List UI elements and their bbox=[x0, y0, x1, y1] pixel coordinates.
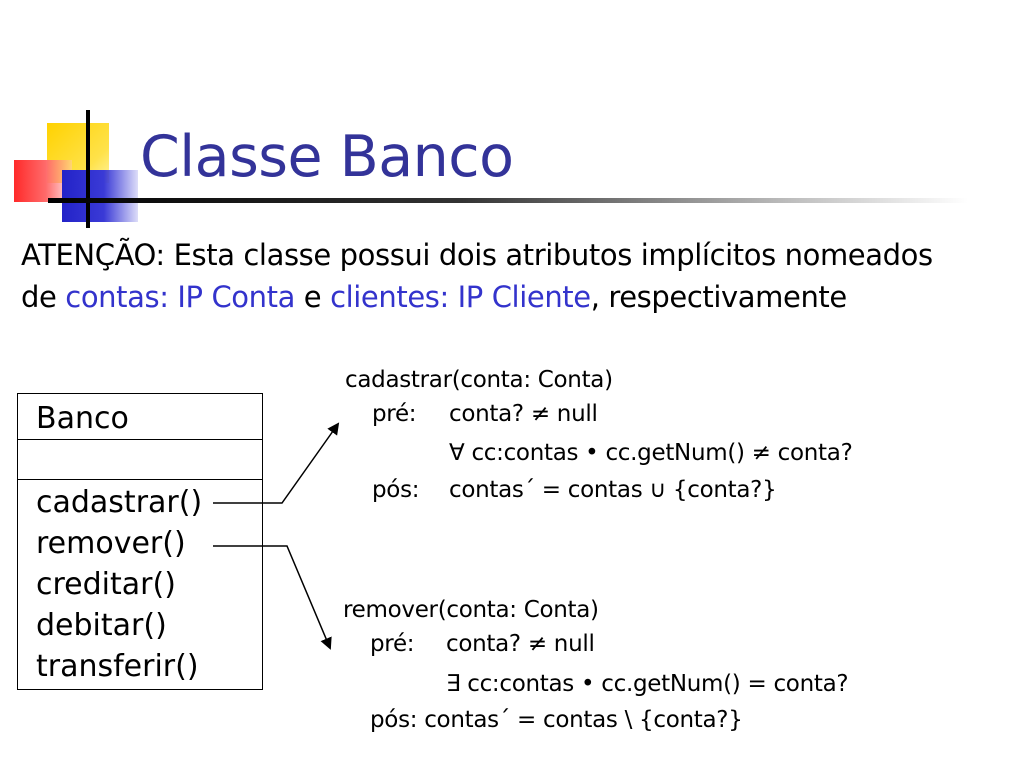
note-de: de bbox=[21, 280, 66, 314]
operation-remover: remover() bbox=[36, 526, 186, 561]
note-contas: contas: IP Conta bbox=[65, 280, 295, 314]
note-line-2: de contas: IP Conta e clientes: IP Clien… bbox=[21, 276, 1011, 318]
remover-pre-condition-1: conta? ≠ null bbox=[446, 631, 595, 657]
uml-class-box: Banco cadastrar() remover() creditar() d… bbox=[17, 393, 263, 690]
remover-pre-label: pré: bbox=[370, 631, 415, 657]
note-clientes: clientes: IP Cliente bbox=[330, 280, 591, 314]
decor-vertical-line bbox=[86, 110, 90, 228]
operation-debitar: debitar() bbox=[36, 608, 167, 643]
slide-title: Classe Banco bbox=[140, 124, 514, 190]
operation-creditar: creditar() bbox=[36, 567, 176, 602]
note-rest: , respectivamente bbox=[590, 280, 848, 314]
note-line-1: ATENÇÃO: Esta classe possui dois atribut… bbox=[21, 238, 933, 272]
note-e: e bbox=[294, 280, 331, 314]
arrow-to-cadastrar-spec bbox=[213, 422, 340, 504]
remover-pre-condition-2: ∃ cc:contas • cc.getNum() = conta? bbox=[446, 671, 849, 697]
uml-operations-compartment: cadastrar() remover() creditar() debitar… bbox=[18, 480, 262, 687]
cadastrar-pos-label: pós: bbox=[372, 477, 420, 503]
cadastrar-signature: cadastrar(conta: Conta) bbox=[345, 367, 613, 393]
cadastrar-pos-condition: contas´ = contas ∪ {conta?} bbox=[449, 477, 777, 503]
remover-signature: remover(conta: Conta) bbox=[343, 597, 599, 623]
operation-transferir: transferir() bbox=[36, 649, 199, 684]
cadastrar-pre-condition-2: ∀ cc:contas • cc.getNum() ≠ conta? bbox=[449, 440, 853, 466]
arrow-to-remover-spec bbox=[213, 545, 332, 650]
attention-note: ATENÇÃO: Esta classe possui dois atribut… bbox=[21, 234, 1011, 318]
title-underline bbox=[48, 198, 968, 203]
uml-attributes-compartment bbox=[18, 440, 262, 480]
cadastrar-pre-condition-1: conta? ≠ null bbox=[449, 401, 598, 427]
uml-class-name: Banco bbox=[18, 394, 262, 440]
operation-cadastrar: cadastrar() bbox=[36, 485, 203, 520]
decor-blue-square bbox=[62, 170, 138, 222]
cadastrar-pre-label: pré: bbox=[372, 401, 417, 427]
remover-pos-condition: pós: contas´ = contas \ {conta?} bbox=[370, 707, 743, 733]
